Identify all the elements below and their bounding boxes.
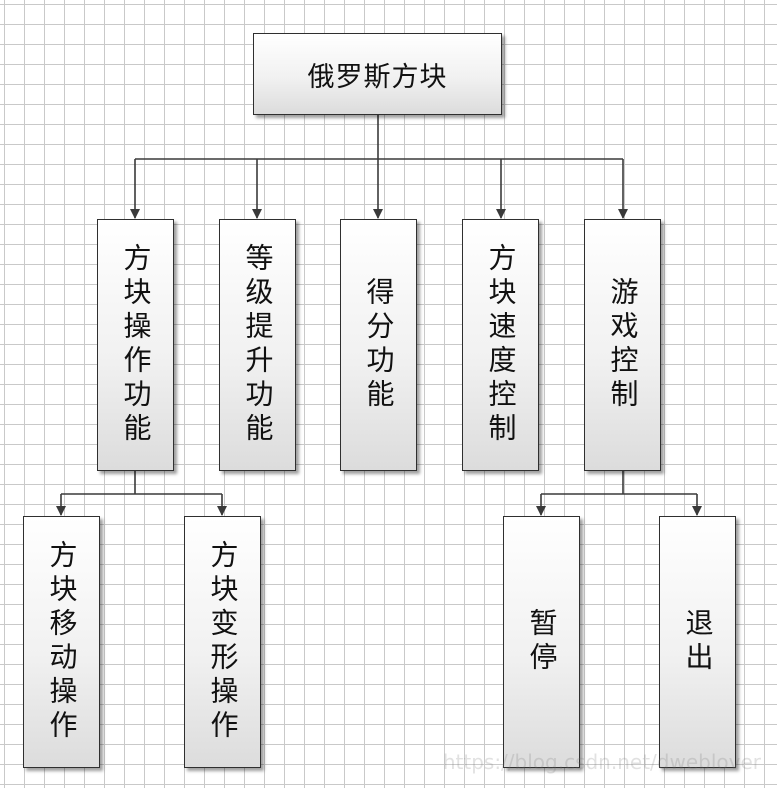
sub-block-move-label: 方块移动操作 xyxy=(45,540,79,744)
module-score-label: 得分功能 xyxy=(362,277,396,413)
module-game-control: 游戏控制 xyxy=(584,219,661,471)
module-score: 得分功能 xyxy=(340,219,417,471)
sub-quit: 退出 xyxy=(659,516,736,768)
sub-block-rotate-label: 方块变形操作 xyxy=(206,540,240,744)
watermark-text: https://blog.csdn.net/dweblover xyxy=(442,750,761,774)
module-block-ops-label: 方块操作功能 xyxy=(119,243,153,447)
module-block-ops: 方块操作功能 xyxy=(97,219,174,471)
root-node-label: 俄罗斯方块 xyxy=(307,61,448,93)
sub-pause: 暂停 xyxy=(503,516,580,768)
sub-block-rotate: 方块变形操作 xyxy=(184,516,261,768)
sub-quit-label: 退出 xyxy=(681,608,715,676)
root-node: 俄罗斯方块 xyxy=(253,33,502,115)
module-game-control-label: 游戏控制 xyxy=(606,277,640,413)
sub-block-move: 方块移动操作 xyxy=(23,516,100,768)
sub-pause-label: 暂停 xyxy=(525,608,559,676)
module-level-up: 等级提升功能 xyxy=(219,219,296,471)
module-speed-control-label: 方块速度控制 xyxy=(484,243,518,447)
module-speed-control: 方块速度控制 xyxy=(462,219,539,471)
module-level-up-label: 等级提升功能 xyxy=(241,243,275,447)
